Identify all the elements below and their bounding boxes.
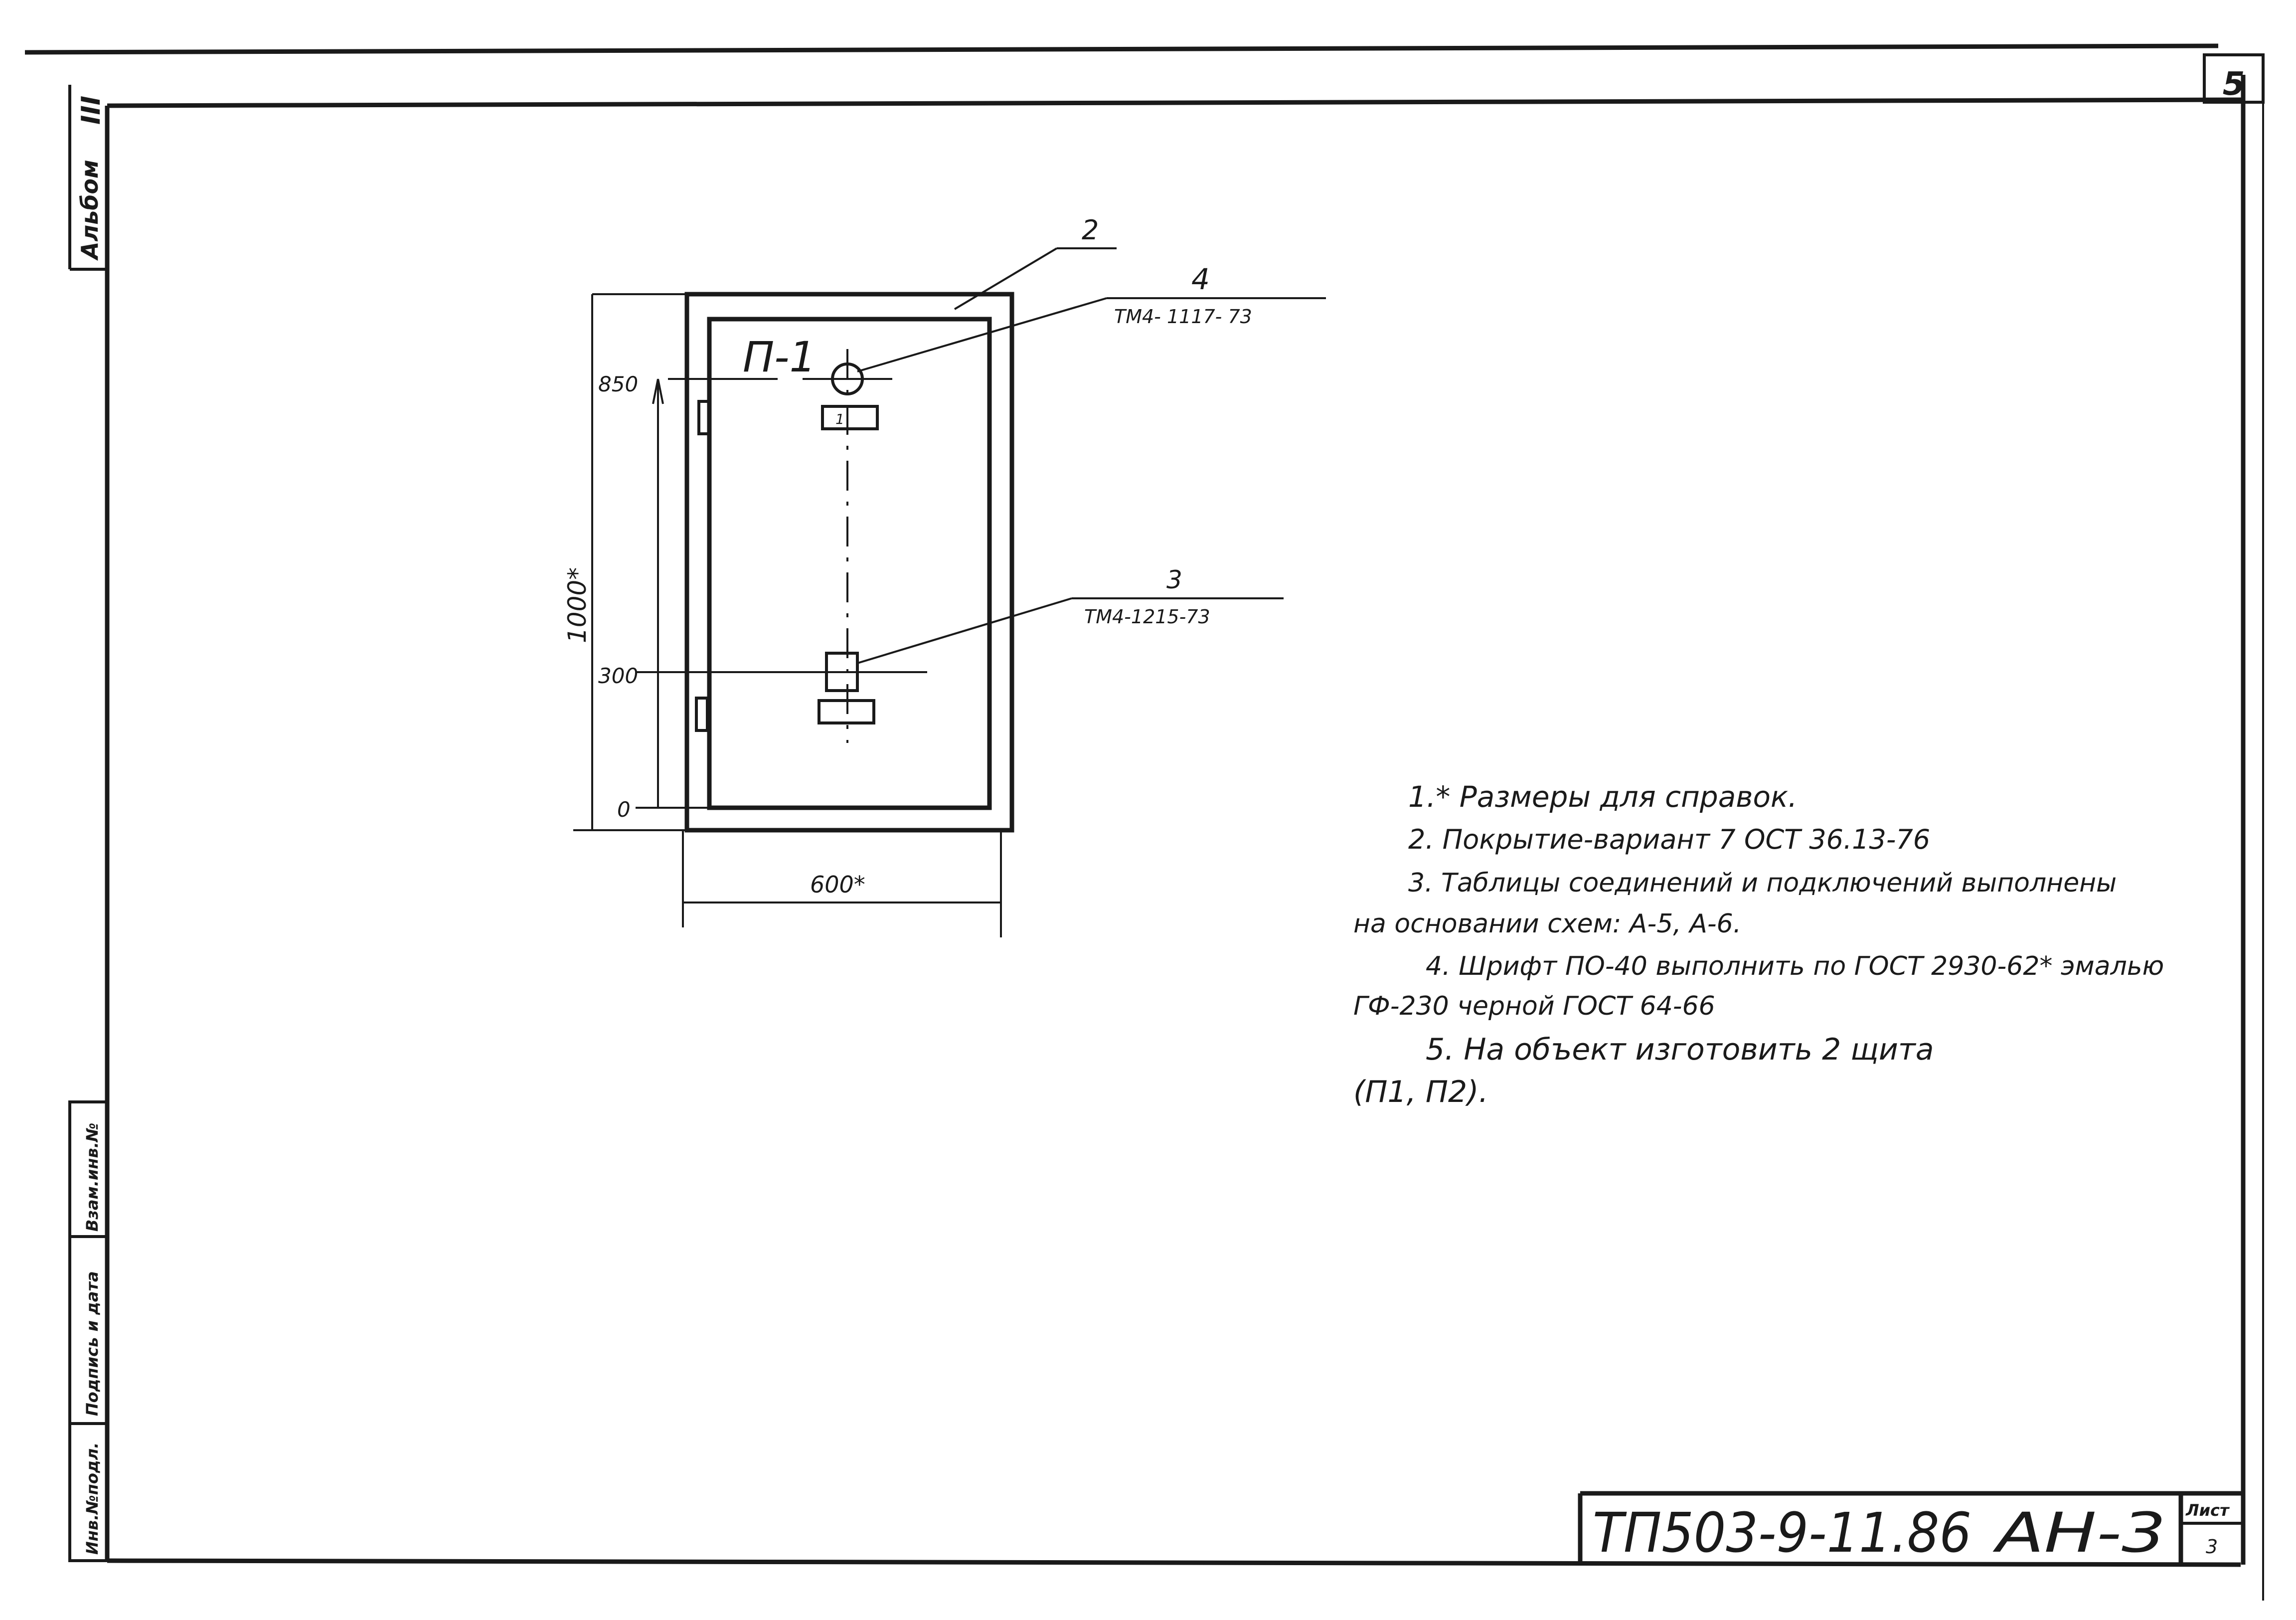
album-label-text: Альбом [76, 160, 103, 261]
note-3-cont: на основании схем: А-5, А-6. [1353, 909, 1741, 939]
note-4: 4. Шрифт ПО-40 выполнить по ГОСТ 2930-62… [1426, 951, 2164, 981]
hinge-upper [697, 400, 711, 435]
device-switch [825, 652, 859, 692]
sheet-code: АН-3 [1992, 1501, 2166, 1565]
note-1: 1.* Размеры для справок. [1408, 780, 1797, 814]
side-stamp: Взам.инв.№ Подпись и дата Инв.№подл. [68, 1100, 109, 1562]
panel-outer [684, 292, 1014, 833]
stamp-cell-signature: Подпись и дата [83, 1271, 102, 1416]
device-lamp [831, 362, 864, 395]
title-block: ТП503-9-11.86 АН-3 Лист 3 [1578, 1491, 2243, 1565]
callout-4-code: ТМ4- 1117- 73 [1114, 306, 1252, 328]
panel-drawing: П-1 1 2 4 ТМ4- 1117- 73 3 ТМ4-1215-73 10… [563, 214, 1326, 937]
note-5: 5. На объект изготовить 2 щита [1426, 1032, 1934, 1067]
stamp-cell-inventory: Инв.№подл. [83, 1442, 102, 1555]
level-0: 0 [617, 797, 631, 822]
callout-4-number: 4 [1191, 262, 1210, 296]
drawing-code: ТП503-9-11.86 [1593, 1501, 1971, 1565]
height-dimension: 1000* [563, 567, 592, 643]
stamp-cell-replace: Взам.инв.№ [83, 1123, 102, 1232]
callout-2-number: 2 [1082, 214, 1099, 246]
notes-block: 1.* Размеры для справок. 2. Покрытие-вар… [1353, 780, 2164, 1109]
note-5-cont: (П1, П2). [1353, 1075, 1488, 1109]
level-850: 850 [598, 372, 638, 396]
note-3: 3. Таблицы соединений и подключений выпо… [1408, 868, 2117, 898]
panel-door [707, 317, 992, 810]
device-mark: 1 [835, 411, 844, 427]
sheet-label: Лист [2185, 1501, 2230, 1520]
album-label: Альбом III [68, 85, 107, 271]
sheet-number: 5 [2223, 66, 2245, 103]
note-2: 2. Покрытие-вариант 7 ОСТ 36.13-76 [1408, 824, 1930, 855]
sheet-frame [24, 43, 2264, 1601]
panel-label: П-1 [743, 333, 816, 381]
nameplate-upper [821, 405, 879, 430]
hinge-lower [695, 697, 709, 732]
sheet-value: 3 [2206, 1536, 2218, 1558]
callout-3-number: 3 [1166, 565, 1182, 594]
callout-3-code: ТМ4-1215-73 [1084, 606, 1210, 628]
note-4-cont: ГФ-230 черной ГОСТ 64-66 [1353, 991, 1715, 1021]
width-dimension: 600* [810, 871, 865, 898]
level-300: 300 [598, 664, 638, 688]
nameplate-lower [818, 699, 875, 724]
sheet-number-box: 5 [2203, 53, 2265, 104]
album-number: III [76, 96, 106, 125]
